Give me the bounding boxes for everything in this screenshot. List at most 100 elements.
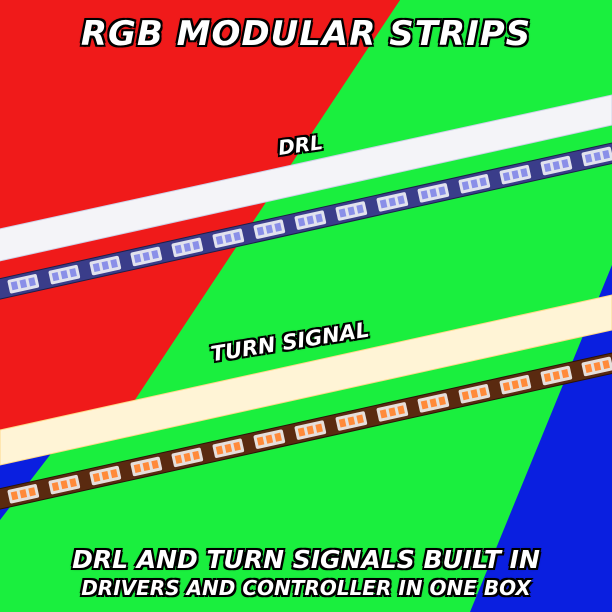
turn-led-diode <box>511 380 520 390</box>
turn-led-diode <box>133 463 142 473</box>
turn-led-diode <box>602 359 610 370</box>
turn-led-diode <box>215 445 224 455</box>
turn-led-diode <box>256 436 265 446</box>
drl-led-diode <box>142 251 151 262</box>
turn-led-diode <box>92 472 101 483</box>
drl-led-diode <box>315 213 323 223</box>
turn-led-diode <box>60 480 69 490</box>
drl-led-strip <box>0 138 612 301</box>
turn-led-diode <box>265 434 274 444</box>
drl-led-diode <box>420 190 429 200</box>
turn-led-diode <box>174 454 183 464</box>
turn-led-diode <box>151 459 159 470</box>
drl-led-diode <box>397 195 405 205</box>
drl-led-diode <box>306 215 315 225</box>
drl-led-diode <box>10 281 19 291</box>
drl-led-diode <box>593 151 602 162</box>
turn-led-diode <box>142 461 151 472</box>
turn-led-diode <box>420 400 429 410</box>
drl-led-diode <box>338 208 347 218</box>
turn-led-diode <box>101 470 110 481</box>
drl-led-diode <box>174 244 183 254</box>
turn-led-diode <box>470 389 479 399</box>
turn-led-diode <box>479 387 487 397</box>
drl-led-diode <box>233 231 241 241</box>
drl-led-diode <box>347 206 356 216</box>
turn-led-diode <box>356 414 364 424</box>
turn-led-diode <box>552 370 561 381</box>
drl-led-diode <box>92 262 101 273</box>
drl-led-diode <box>151 249 159 260</box>
turn-led-diode <box>51 482 60 492</box>
drl-led-diode <box>256 226 265 236</box>
drl-led-diode <box>438 186 446 196</box>
drl-led-diode <box>520 168 528 178</box>
turn-led-diode <box>315 423 323 433</box>
turn-led-diode <box>502 382 511 392</box>
turn-led-diode <box>561 369 569 379</box>
turn-led-diode <box>397 405 405 415</box>
drl-led-diode <box>356 204 364 214</box>
footer-line-1: DRL AND TURN SIGNALS BUILT IN <box>72 545 540 574</box>
drl-led-diode <box>511 170 520 180</box>
turn-led-diode <box>69 478 77 488</box>
drl-led-diode <box>552 160 561 171</box>
drl-led-diode <box>183 242 192 252</box>
turn-led-diode <box>233 441 241 451</box>
drl-led-diode <box>28 277 36 287</box>
turn-led-diode <box>192 450 200 460</box>
drl-led-diode <box>388 197 397 207</box>
drl-led-diode <box>192 240 200 250</box>
footer-caption: DRL AND TURN SIGNALS BUILT IN DRIVERS AN… <box>0 546 612 602</box>
drl-led-diode <box>543 162 552 173</box>
turn-led-diode <box>306 425 315 435</box>
turn-led-diode <box>297 427 306 437</box>
footer-line-2: DRIVERS AND CONTROLLER IN ONE BOX <box>81 576 531 600</box>
turn-led-diode <box>461 391 470 401</box>
drl-led-diode <box>502 172 511 182</box>
drl-led-diode <box>584 153 593 163</box>
turn-led-diode <box>438 396 446 406</box>
turn-led-diode <box>347 416 356 426</box>
turn-led-diode <box>110 469 118 479</box>
drl-led-diode <box>429 188 438 198</box>
page-title: RGB MODULAR STRIPS <box>80 14 532 54</box>
turn-led-diode <box>520 378 528 388</box>
turn-led-diode <box>543 372 552 383</box>
drl-led-diode <box>265 224 274 234</box>
turn-led-diode <box>183 452 192 462</box>
drl-led-diode <box>101 260 110 271</box>
turn-led-strip <box>0 348 612 511</box>
turn-led-diode <box>28 487 36 497</box>
turn-led-diode <box>10 491 19 501</box>
turn-led-diode <box>388 407 397 417</box>
drl-led-diode <box>470 179 479 189</box>
turn-diffuser-strip <box>0 294 612 466</box>
turn-led-diode <box>584 363 593 373</box>
drl-diffuser-strip <box>0 94 612 262</box>
turn-led-diode <box>593 361 602 372</box>
turn-led-diode <box>19 489 28 499</box>
drl-led-diode <box>133 253 142 263</box>
drl-led-diode <box>60 270 69 280</box>
turn-led-diode <box>379 409 388 419</box>
drl-led-diode <box>274 222 282 232</box>
drl-led-diode <box>602 149 610 160</box>
drl-led-diode <box>110 259 118 269</box>
drl-led-diode <box>479 177 487 187</box>
drl-led-diode <box>379 199 388 209</box>
drl-led-diode <box>215 235 224 245</box>
drl-led-diode <box>561 159 569 169</box>
turn-led-diode <box>274 432 282 442</box>
drl-led-diode <box>51 272 60 282</box>
drl-led-diode <box>69 268 77 278</box>
turn-led-diode <box>429 398 438 408</box>
turn-led-diode <box>224 443 233 453</box>
turn-led-diode <box>338 418 347 428</box>
drl-led-diode <box>461 181 470 191</box>
drl-led-diode <box>297 217 306 227</box>
drl-led-diode <box>19 279 28 289</box>
drl-led-diode <box>224 233 233 243</box>
